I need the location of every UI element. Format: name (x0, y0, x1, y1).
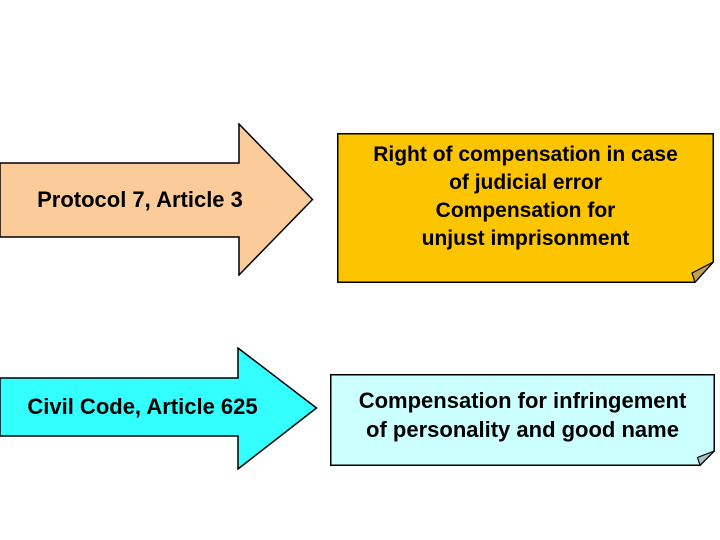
folded-corner-icon (330, 374, 715, 467)
right-arrow-icon (0, 123, 314, 276)
folded-corner-icon (337, 133, 714, 284)
right-arrow-icon (0, 347, 318, 470)
box-judicial-error[interactable]: Right of compensation in case of judicia… (337, 133, 714, 284)
fold-flap-icon (691, 261, 714, 284)
arrow-protocol-7[interactable] (0, 123, 314, 276)
fold-flap-icon (696, 450, 715, 467)
box-personality-good-name[interactable]: Compensation for infringement of persona… (330, 374, 715, 467)
right-arrow-shape (0, 123, 314, 276)
arrow-civil-code[interactable] (0, 347, 318, 470)
folded-corner-shape (337, 133, 714, 283)
right-arrow-shape (0, 347, 318, 470)
folded-corner-shape (330, 374, 715, 466)
